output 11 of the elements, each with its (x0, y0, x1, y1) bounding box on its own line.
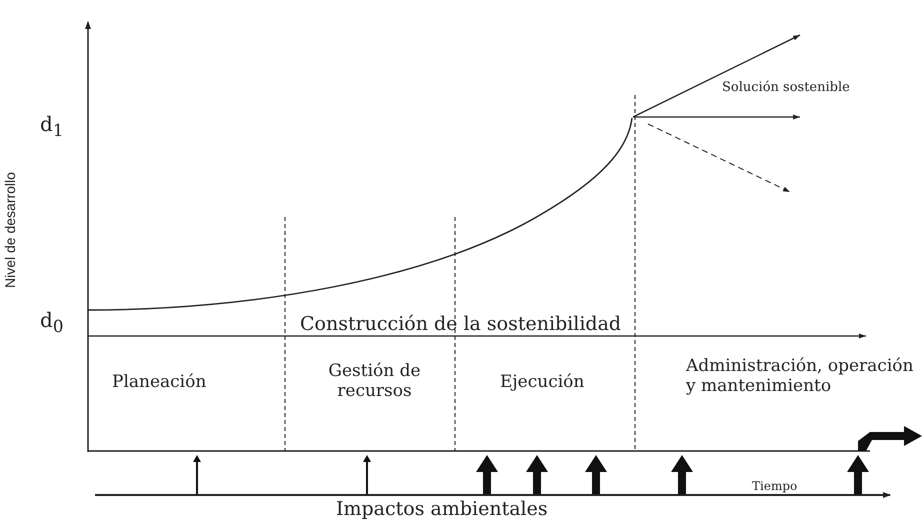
phase-label: Ejecución (500, 372, 584, 392)
phase-label: Planeación (112, 372, 206, 392)
axis-label: Construcción de la sostenibilidad (300, 313, 622, 336)
tick-label: d$_{0}$ (40, 308, 64, 337)
branch-label: Solución sostenible (722, 80, 850, 96)
axis-label: Tiempo (752, 479, 798, 494)
axis-title: Impactos ambientales (336, 498, 548, 521)
phase-label: Administración, operación y mantenimiento (686, 356, 914, 397)
phase-label: Gestión de recursos (327, 361, 422, 402)
tick-label: d$_{1}$ (40, 112, 64, 141)
axis-title: Nivel de desarrollo (2, 172, 19, 288)
